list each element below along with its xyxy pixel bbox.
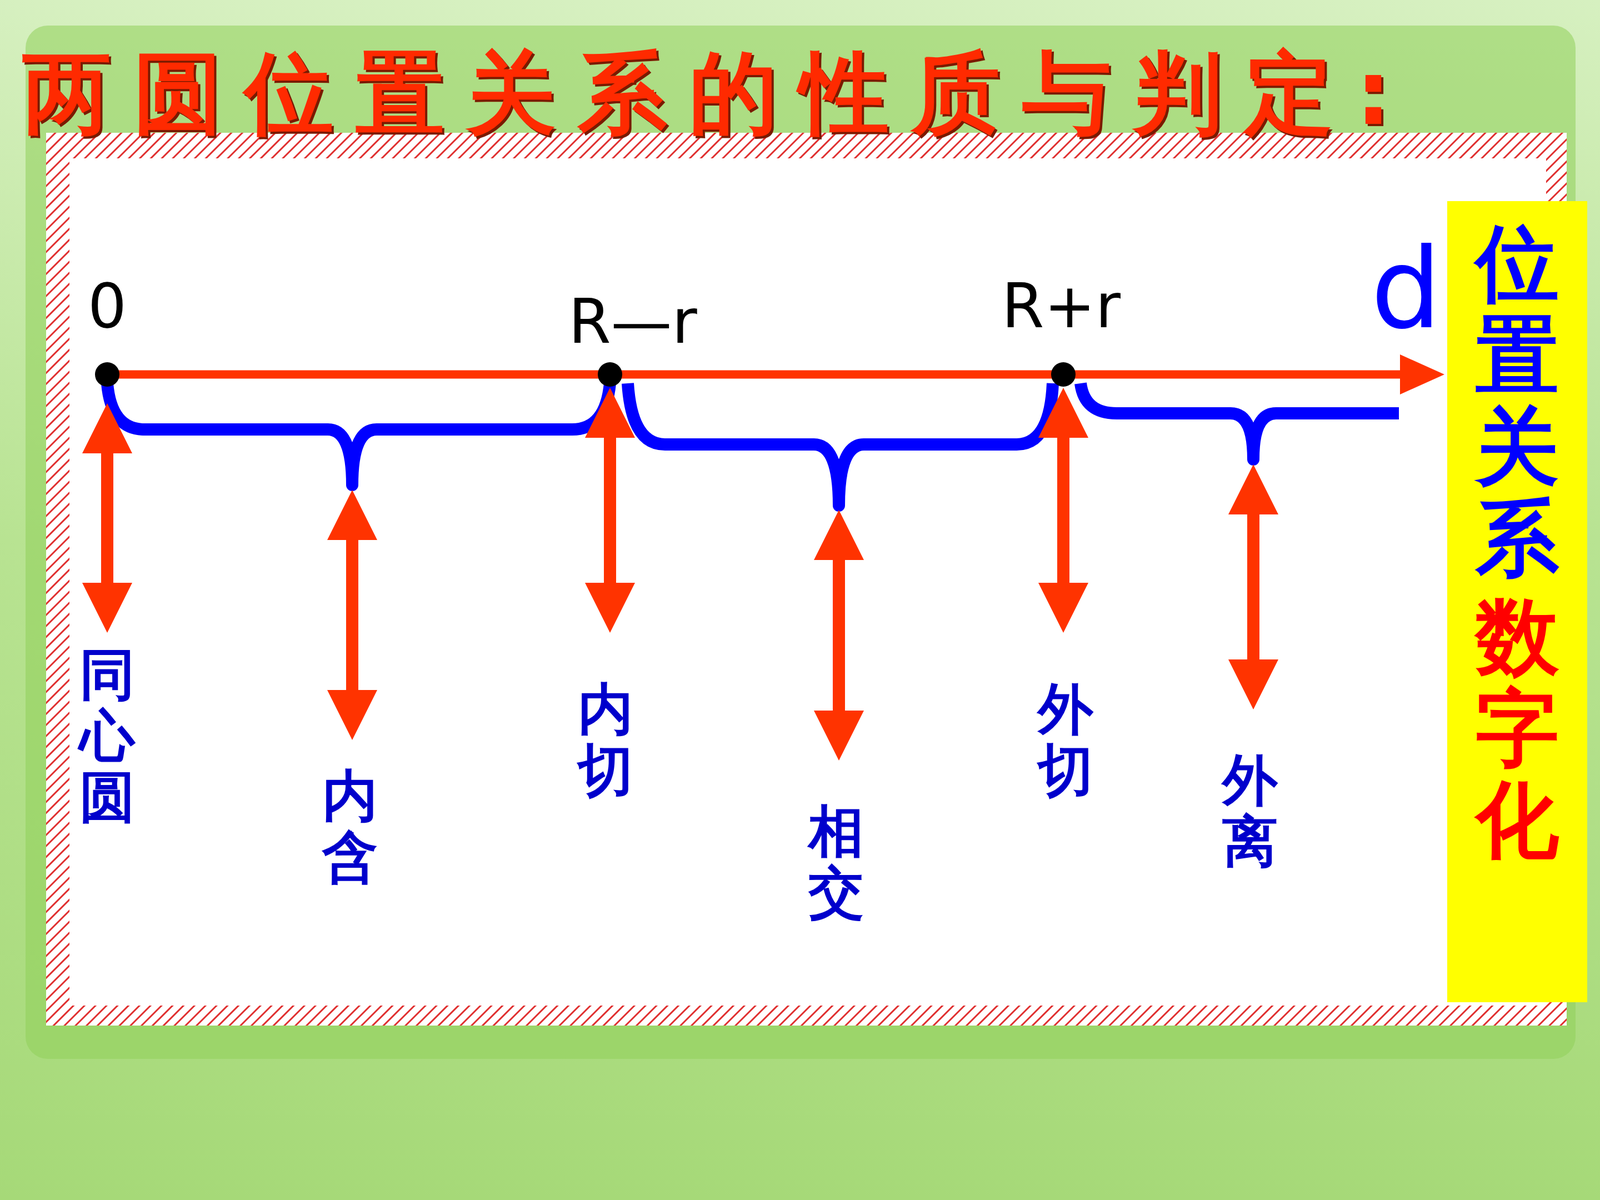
- relation-label: 相交: [808, 801, 864, 924]
- axis-value: 0: [87, 275, 127, 337]
- band-text: 位置关系: [1475, 217, 1559, 585]
- hatched-frame: [46, 132, 1567, 1026]
- axis-arrowhead: [1400, 354, 1445, 395]
- relation-label: 外离: [1222, 750, 1278, 873]
- axis-value: R—r: [568, 291, 698, 353]
- relation-label: 同心圆: [79, 644, 135, 828]
- double-arrow: [327, 490, 378, 740]
- relation-label: 外切: [1037, 678, 1094, 802]
- relation-label: 内切: [577, 678, 634, 802]
- double-arrow: [813, 510, 864, 761]
- axis-name: d: [1371, 233, 1442, 345]
- white-panel: [69, 158, 1547, 1006]
- brace: [627, 383, 1053, 506]
- backdrop-panel: [25, 25, 1576, 1059]
- double-arrow: [1228, 464, 1279, 710]
- double-arrow: [82, 403, 133, 633]
- point-dot: [95, 362, 120, 387]
- number-line: [107, 370, 1403, 379]
- highlight-band: 位置关系数字化: [1447, 201, 1588, 1003]
- relation-label: 内含: [322, 765, 378, 888]
- band-text: 数字化: [1475, 591, 1559, 867]
- slide-title: 两圆位置关系的性质与判定:: [22, 44, 1414, 143]
- double-arrow: [1038, 387, 1089, 633]
- brace: [107, 383, 610, 485]
- double-arrow: [585, 387, 635, 633]
- brace: [1080, 383, 1399, 460]
- point-dot: [1051, 362, 1076, 387]
- point-dot: [597, 362, 623, 387]
- axis-value: R+r: [1001, 275, 1121, 337]
